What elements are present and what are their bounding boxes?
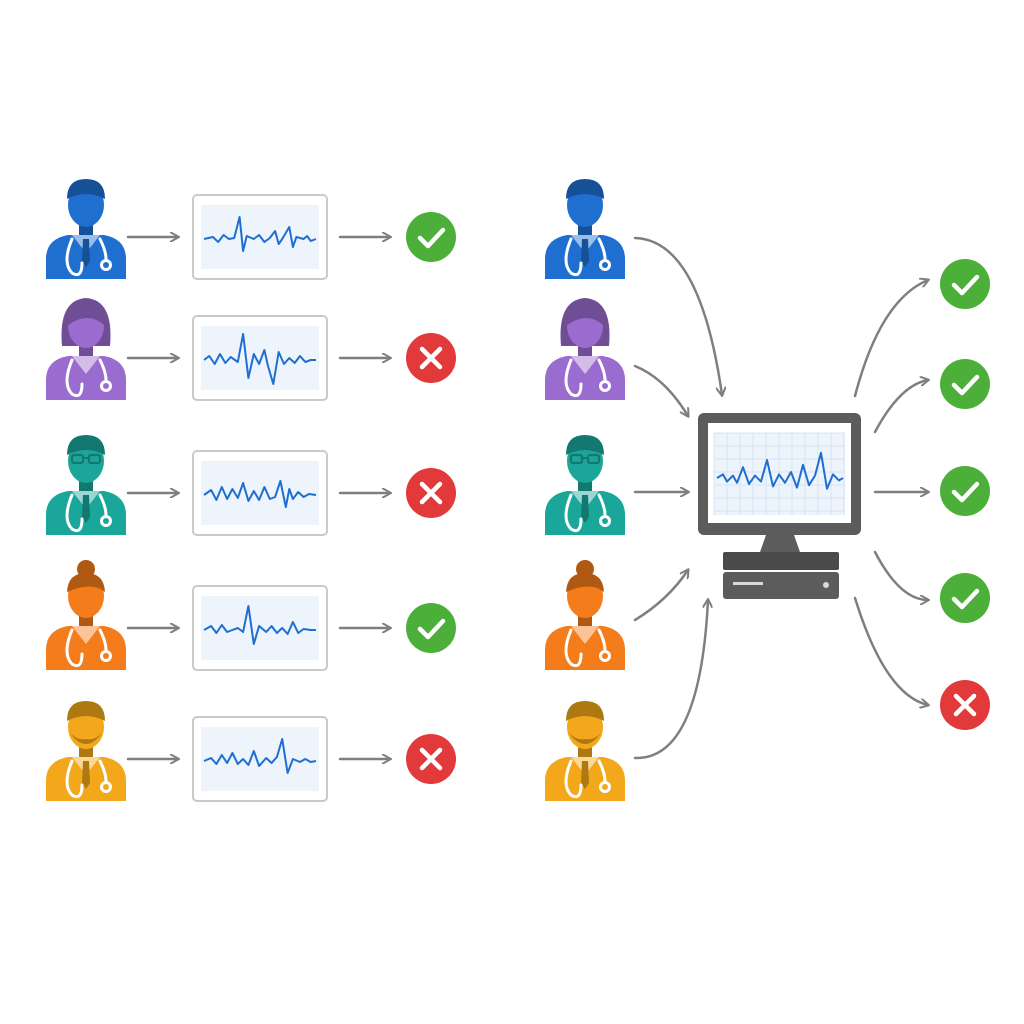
- flow-arrow: [853, 280, 928, 398]
- cross-icon: [940, 680, 990, 730]
- female-doctor-bun-icon: [46, 560, 126, 670]
- monitor-ecg-trace: [716, 451, 844, 490]
- review-row: [46, 560, 456, 671]
- check-icon: [406, 212, 456, 262]
- male-doctor-beard-icon: [46, 701, 126, 801]
- check-icon: [406, 603, 456, 653]
- review-row: [46, 298, 456, 401]
- automated-review-panel: [545, 179, 990, 801]
- check-icon: [940, 466, 990, 516]
- ecg-trace: [203, 333, 316, 385]
- flow-arrow: [853, 596, 928, 705]
- flow-arrow: [633, 236, 722, 395]
- ecg-trace: [203, 480, 317, 508]
- flow-arrow: [633, 364, 688, 416]
- ecg-trace: [203, 738, 317, 774]
- flow-arrow: [873, 380, 928, 434]
- cross-icon: [406, 468, 456, 518]
- ecg-card: [192, 450, 328, 536]
- female-doctor-icon: [545, 298, 625, 400]
- cross-icon: [406, 734, 456, 784]
- keyboard: [723, 552, 839, 570]
- male-doctor-glasses-icon: [46, 435, 126, 535]
- review-row: [46, 701, 456, 802]
- cross-icon: [406, 333, 456, 383]
- female-doctor-bun-icon: [545, 560, 625, 670]
- ecg-card: [192, 716, 328, 802]
- male-doctor-icon: [46, 179, 126, 279]
- review-row: [46, 435, 456, 536]
- male-doctor-icon: [545, 179, 625, 279]
- ecg-screen: [201, 727, 319, 791]
- check-icon: [940, 259, 990, 309]
- flow-arrow: [633, 600, 708, 760]
- flow-arrow: [873, 550, 928, 600]
- ecg-card: [192, 315, 328, 401]
- computer-base: [723, 572, 839, 599]
- review-row: [46, 179, 456, 280]
- individual-review-panel: [46, 179, 456, 802]
- check-icon: [940, 359, 990, 409]
- male-doctor-glasses-icon: [545, 435, 625, 535]
- monitor-stand: [760, 535, 800, 552]
- ecg-trace: [203, 216, 317, 252]
- flow-arrow: [633, 570, 688, 622]
- ecg-card: [192, 585, 328, 671]
- ecg-card: [192, 194, 328, 280]
- female-doctor-icon: [46, 298, 126, 400]
- ecg-trace: [203, 605, 316, 645]
- male-doctor-beard-icon: [545, 701, 625, 801]
- check-icon: [940, 573, 990, 623]
- computer-monitor-icon: [698, 413, 861, 599]
